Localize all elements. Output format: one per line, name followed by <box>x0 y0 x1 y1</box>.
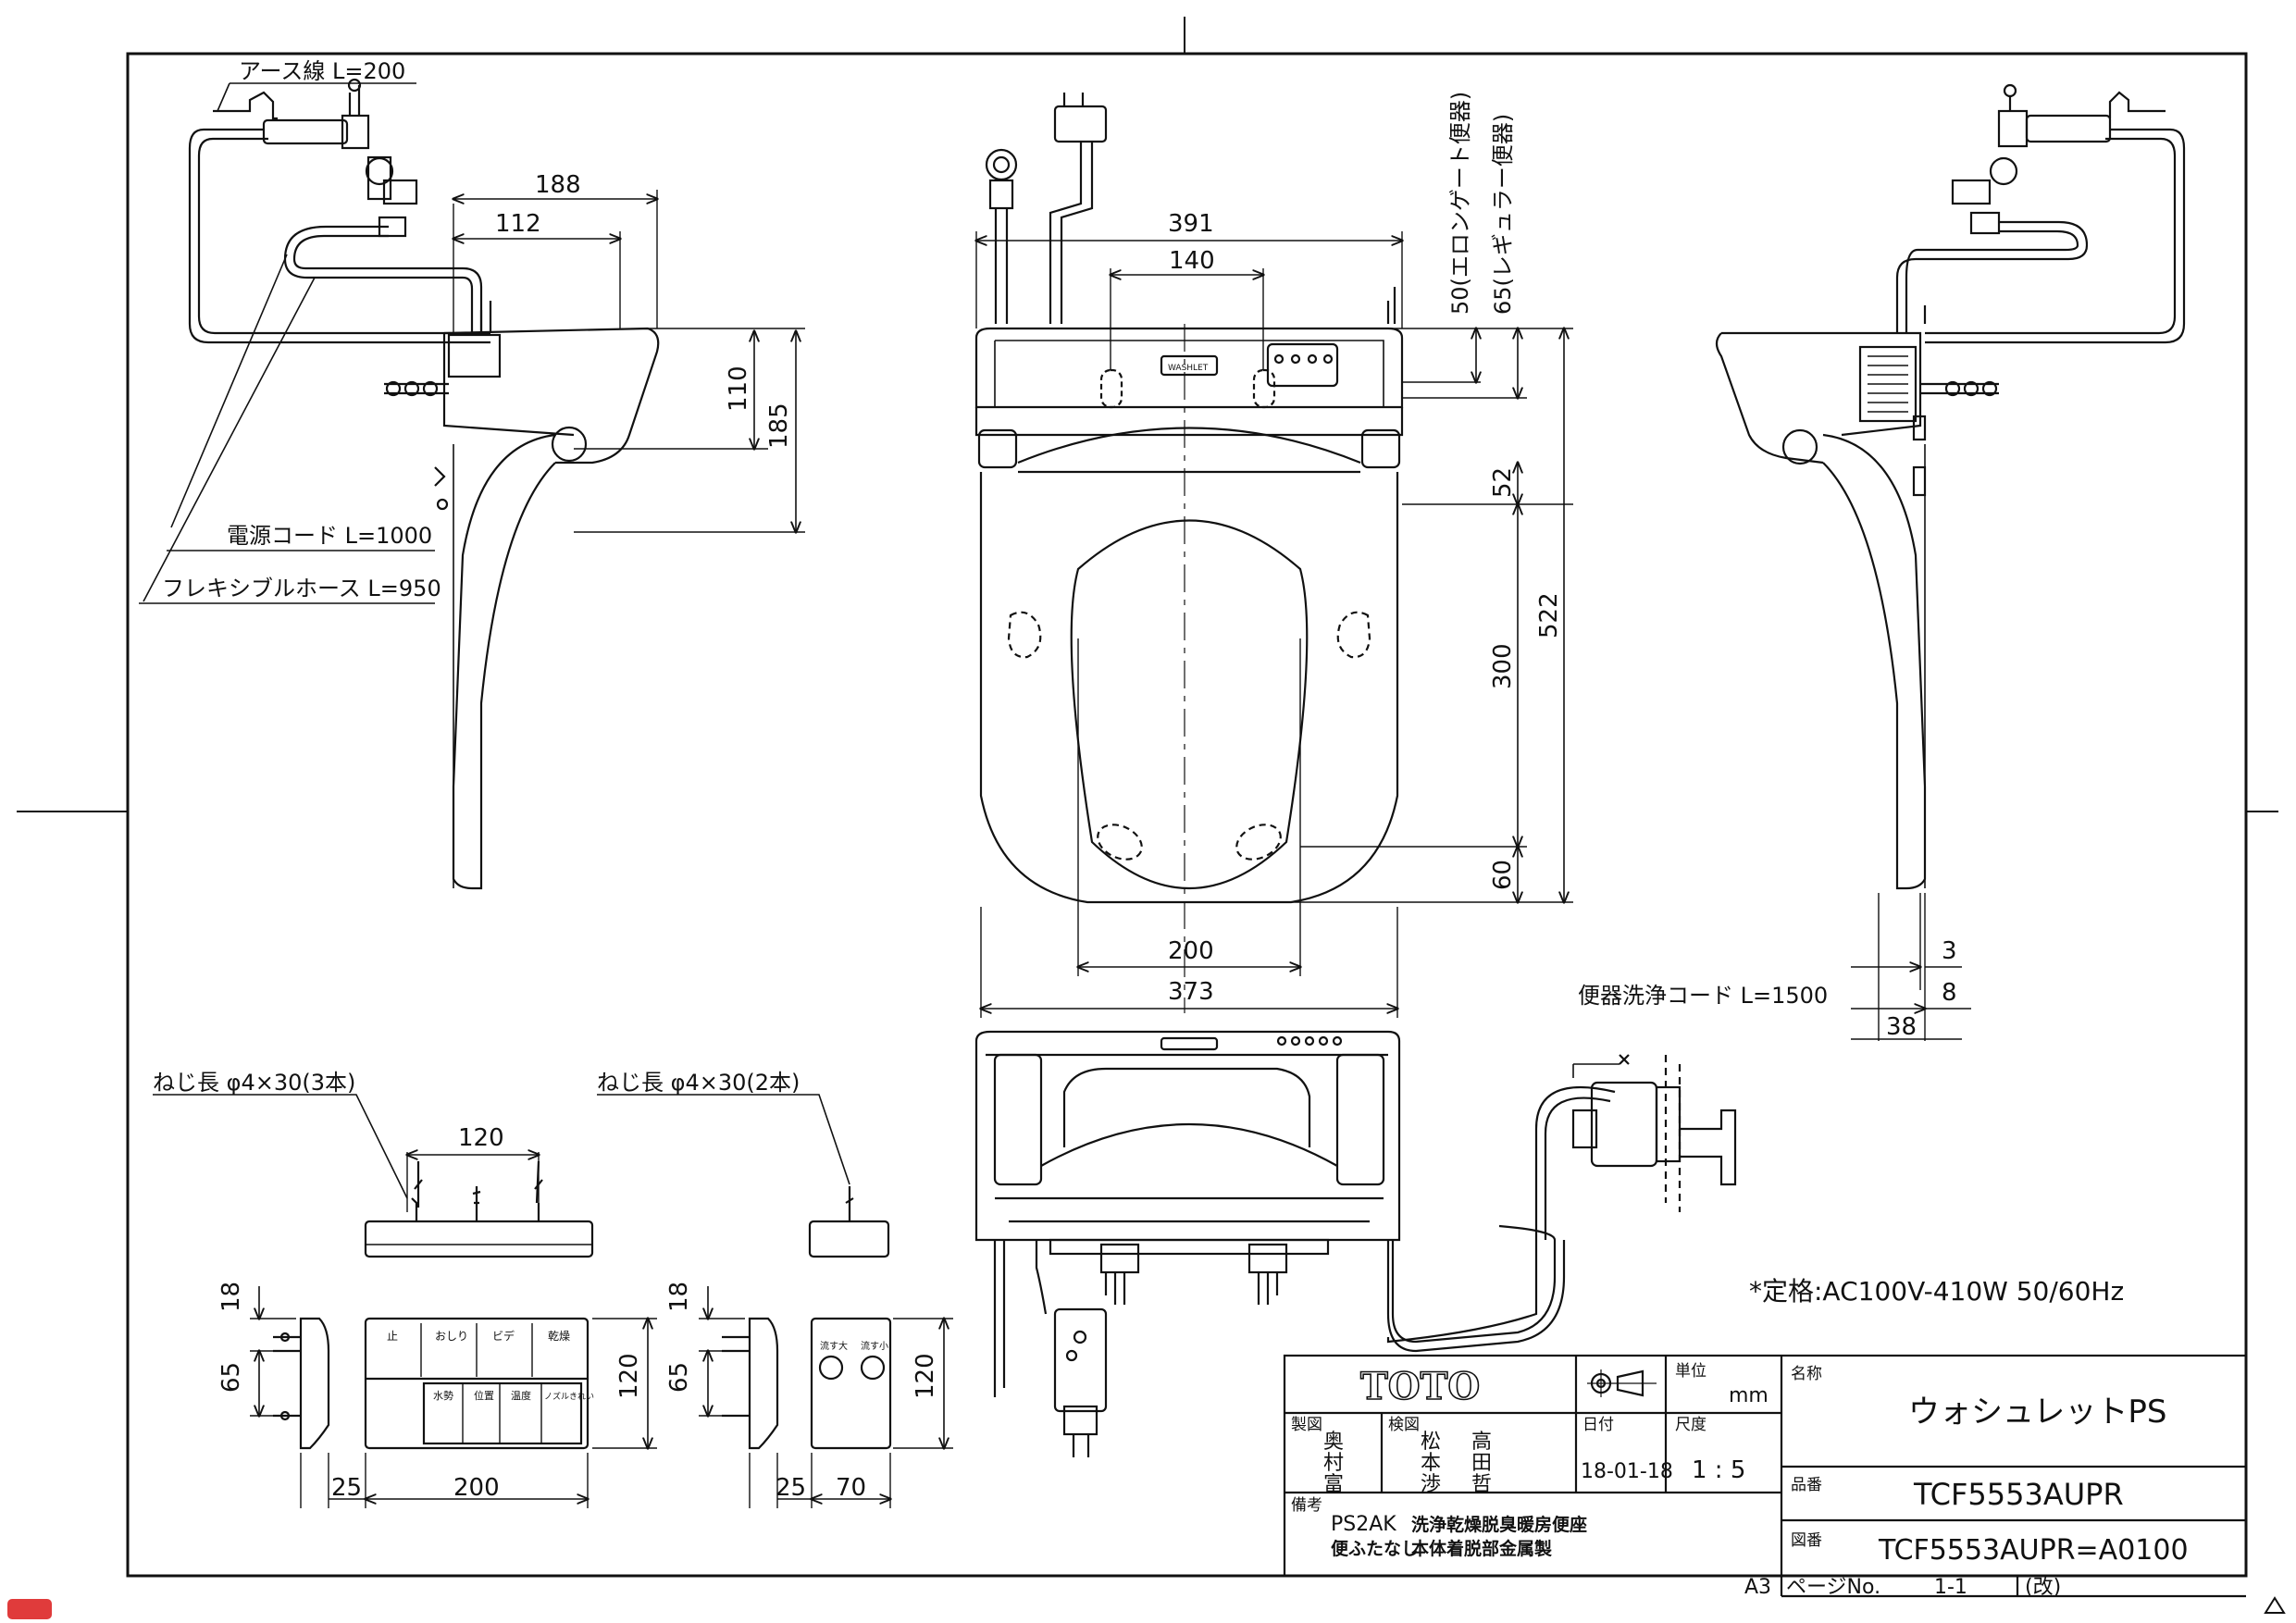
name-label: 名称 <box>1791 1365 1822 1383</box>
toto-logo: TOTO <box>1360 1365 1480 1408</box>
dim-120-screw: 120 <box>458 1124 504 1152</box>
dimension-values: 188 112 110 185 391 140 52 522 300 60 20… <box>217 171 1957 1502</box>
note-code: 便ふたなし <box>1331 1539 1419 1559</box>
remote-button: 温度 <box>511 1389 531 1402</box>
remote-views <box>250 1286 953 1508</box>
dim-185: 185 <box>765 403 793 449</box>
screw-2-label: ねじ長 φ4×30(2本) <box>597 1070 800 1096</box>
dim-200-seat: 200 <box>1168 937 1214 965</box>
brand-plate: WASHLET <box>1168 364 1209 373</box>
annotation-labels: アース線 L=200 電源コード L=1000 フレキシブルホース L=950 … <box>153 58 2124 1307</box>
power-cord-label: 電源コード L=1000 <box>227 523 432 549</box>
drawing-number: TCF5553AUPR=A0100 <box>1878 1534 2189 1567</box>
dim-38: 38 <box>1886 1013 1917 1041</box>
made-label: 製図 <box>1291 1416 1322 1434</box>
remote-button: 水勢 <box>433 1389 453 1402</box>
drawing-frame <box>126 52 2248 1578</box>
made-name: 奥 <box>1323 1431 1344 1454</box>
small-remote-button: 流す小 <box>861 1340 888 1352</box>
right-side-view <box>1715 83 2186 1041</box>
screw-3-label: ねじ長 φ4×30(3本) <box>153 1070 355 1096</box>
dim-112: 112 <box>495 210 541 238</box>
revision-label: (改) <box>2025 1576 2061 1599</box>
check-label: 検図 <box>1388 1416 1420 1434</box>
check-name: 高 <box>1471 1431 1492 1454</box>
dim-18-b: 18 <box>665 1282 693 1312</box>
front-view <box>974 1030 1401 1457</box>
note-text: 本体着脱部金属製 <box>1411 1538 1552 1559</box>
dim-300: 300 <box>1489 643 1517 689</box>
remote-button: 位置 <box>474 1389 494 1402</box>
dim-140: 140 <box>1169 247 1215 275</box>
left-side-view <box>139 78 805 890</box>
name-value: ウォシュレットPS <box>1908 1394 2166 1431</box>
remote-button: 乾燥 <box>548 1330 570 1343</box>
dim-8: 8 <box>1942 979 1957 1007</box>
dim-188: 188 <box>535 171 581 199</box>
check-name: 渉 <box>1421 1473 1441 1496</box>
dim-25-b: 25 <box>776 1474 806 1502</box>
title-block-text: TOTO 単位 mm 名称 ウォシュレットPS 製図 奥 村 富 検図 松 高 … <box>1291 1362 2189 1599</box>
scale-label: 尺度 <box>1675 1416 1706 1434</box>
title-block <box>1283 1354 2248 1598</box>
dim-110: 110 <box>725 365 752 412</box>
remote-button: おしり <box>435 1330 468 1343</box>
rating-label: *定格:AC100V-410W 50/60Hz <box>1749 1276 2124 1307</box>
corner-logo <box>7 1599 52 1619</box>
note-text: 洗浄乾燥脱臭暖房便座 <box>1411 1514 1587 1535</box>
scale-value: 1 : 5 <box>1692 1456 1745 1484</box>
notes-label: 備考 <box>1291 1496 1322 1515</box>
remote-button: ビデ <box>492 1329 515 1343</box>
remote-bracket-views <box>153 1094 890 1258</box>
dim-120-remote: 120 <box>615 1353 643 1399</box>
part-number: TCF5553AUPR <box>1913 1477 2124 1512</box>
dim-25-a: 25 <box>331 1474 362 1502</box>
dim-65-b: 65 <box>665 1362 693 1393</box>
flex-hose-label: フレキシブルホース L=950 <box>162 576 441 601</box>
dim-200-remote: 200 <box>453 1474 500 1502</box>
check-name: 田 <box>1471 1452 1492 1475</box>
flush-cord-label: 便器洗浄コード L=1500 <box>1578 983 1828 1009</box>
dim-3: 3 <box>1942 937 1957 965</box>
unit-value: mm <box>1729 1384 1769 1407</box>
small-remote-button: 流す大 <box>820 1340 848 1352</box>
dim-18-a: 18 <box>217 1282 245 1312</box>
unit-label: 単位 <box>1675 1362 1706 1381</box>
page-value: 1-1 <box>1934 1576 1967 1599</box>
dim-70: 70 <box>836 1474 866 1502</box>
part-label: 品番 <box>1791 1476 1822 1494</box>
made-name: 富 <box>1323 1473 1344 1496</box>
earth-wire-label: アース線 L=200 <box>239 58 405 84</box>
remote-button: ノズルきれい <box>544 1391 594 1402</box>
dim-522: 522 <box>1535 592 1563 638</box>
regular-label: 65(レギュラー便器) <box>1490 114 1516 315</box>
drawing-label: 図番 <box>1791 1531 1822 1550</box>
made-name: 村 <box>1323 1452 1344 1475</box>
dim-65-a: 65 <box>217 1362 245 1393</box>
page-label: ページNo. <box>1786 1576 1880 1599</box>
dim-391: 391 <box>1168 210 1214 238</box>
top-view <box>976 93 1573 1018</box>
dim-52: 52 <box>1489 467 1517 498</box>
check-name: 松 <box>1421 1431 1441 1454</box>
check-name: 本 <box>1421 1452 1441 1475</box>
date-value: 18-01-18 <box>1581 1460 1673 1483</box>
dim-60: 60 <box>1489 860 1517 890</box>
dim-120-small: 120 <box>912 1353 939 1399</box>
dim-373: 373 <box>1168 978 1214 1006</box>
flush-cord-assembly <box>1386 1054 1737 1353</box>
remote-button: 止 <box>387 1330 398 1343</box>
sheet-size: A3 <box>1744 1576 1771 1599</box>
elongate-label: 50(エロンゲート便器) <box>1447 92 1473 315</box>
check-name: 哲 <box>1471 1473 1492 1496</box>
note-code: PS2AK <box>1331 1513 1396 1536</box>
date-label: 日付 <box>1582 1416 1614 1434</box>
remote-button-labels: 止 おしり ビデ 乾燥 水勢 位置 温度 ノズルきれい 流す大 流す小 <box>387 1329 888 1402</box>
